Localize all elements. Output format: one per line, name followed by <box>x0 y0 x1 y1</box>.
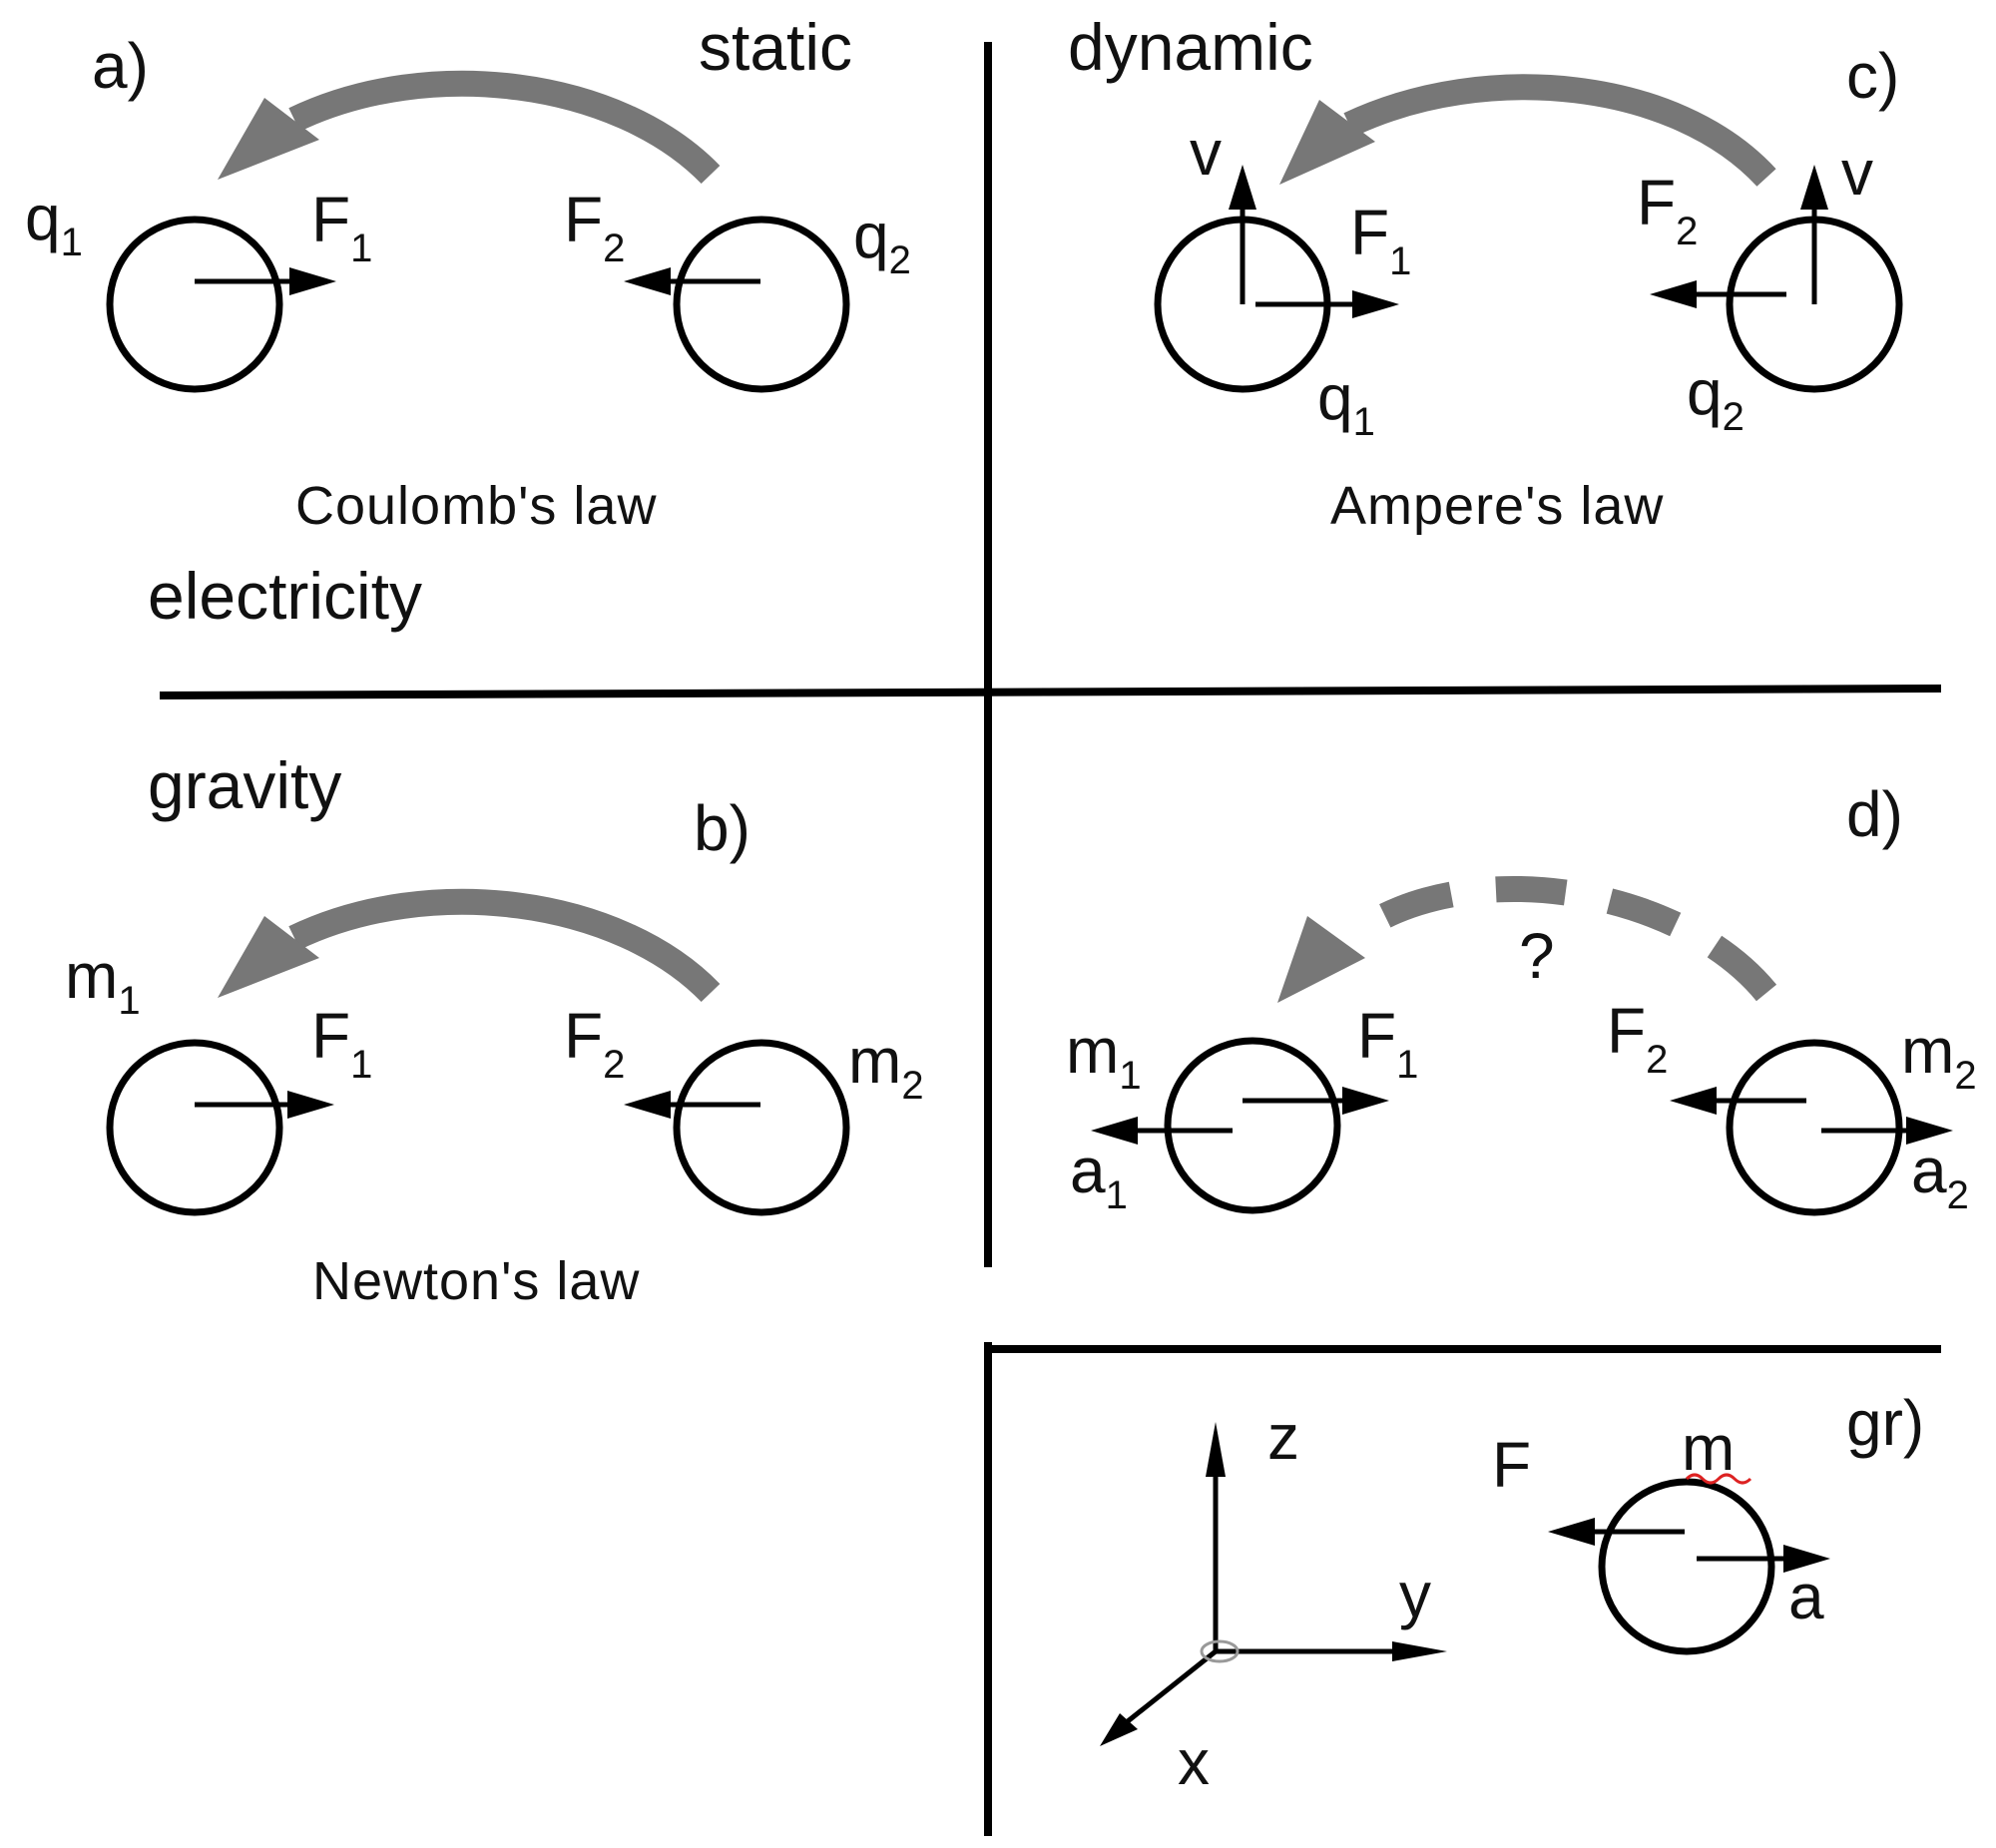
panel-c-force2-label: F2 <box>1637 167 1698 253</box>
panel-a-body1-label: q1 <box>25 182 83 264</box>
panel-b-body1-label: m1 <box>65 940 141 1023</box>
panel-gr-tag: gr) <box>1846 1387 1924 1459</box>
panel-a-charge1 <box>106 216 283 393</box>
panel-d-interaction-arrow-dashed <box>1340 875 1777 1002</box>
panel-b-force1-label: F1 <box>311 1000 372 1087</box>
panel-b-interaction-arrowhead <box>218 916 319 998</box>
axis-y-arrowhead <box>1392 1641 1447 1661</box>
panel-b-law-caption: Newton's law <box>312 1251 640 1311</box>
panel-d-mass1 <box>1164 1037 1341 1214</box>
panel-d-body2-label: m2 <box>1901 1015 1977 1098</box>
panel-a: a) q1 F1 F2 q2 Coulomb's law <box>25 30 911 536</box>
panel-b-force2-arrowhead <box>624 1091 671 1119</box>
panel-d-body1-label: m1 <box>1066 1015 1142 1098</box>
panel-b-interaction-arrow <box>288 888 721 1003</box>
panel-d-question-mark: ? <box>1519 920 1555 992</box>
panel-gr-mass-label-squiggle <box>1685 1473 1752 1485</box>
panel-gr-accel-label: a <box>1788 1561 1824 1632</box>
panel-b-body2-label: m2 <box>848 1025 924 1108</box>
header-static: static <box>699 10 852 84</box>
panel-d-tag: d) <box>1846 778 1903 850</box>
panel-d: d) ? m1 F1 a1 F2 a2 m2 <box>1066 778 1977 1217</box>
panel-d-mass2 <box>1726 1039 1903 1216</box>
panel-a-force1-label: F1 <box>311 184 372 270</box>
panel-c-law-caption: Ampere's law <box>1330 476 1664 536</box>
axis-z-arrowhead <box>1206 1422 1226 1477</box>
panel-b: b) m1 F1 F2 m2 Newton's law <box>65 792 924 1311</box>
panel-gr: gr) z y x m F a <box>1100 1387 1924 1798</box>
panel-d-force1-arrowhead <box>1342 1087 1389 1115</box>
panel-d-accel1-label: a1 <box>1070 1135 1128 1217</box>
axis-y-label: y <box>1399 1559 1431 1630</box>
axis-z-label: z <box>1267 1401 1299 1473</box>
panel-b-force2-label: F2 <box>564 1000 625 1087</box>
header-electricity: electricity <box>148 559 422 633</box>
panel-gr-mass <box>1598 1478 1775 1655</box>
panel-a-charge2 <box>673 216 850 393</box>
panel-c-velocity1-label: v <box>1190 117 1222 189</box>
panel-d-force1-label: F1 <box>1357 1000 1418 1087</box>
panel-gr-accel-arrowhead <box>1783 1545 1830 1573</box>
panel-c-body1-label: q1 <box>1317 361 1375 444</box>
panel-b-tag: b) <box>694 792 750 864</box>
panel-a-law-caption: Coulomb's law <box>295 476 657 536</box>
panel-c-interaction-arrowhead <box>1279 100 1375 185</box>
panel-c-tag: c) <box>1846 40 1899 112</box>
panel-c-force1-label: F1 <box>1350 197 1411 283</box>
panel-a-interaction-arrowhead <box>218 98 319 180</box>
panel-a-force2-label: F2 <box>564 184 625 270</box>
panel-d-accel1-arrowhead <box>1091 1117 1138 1145</box>
panel-d-force2-label: F2 <box>1607 995 1668 1082</box>
axis-x-label: x <box>1178 1726 1210 1798</box>
panel-a-tag: a) <box>92 30 149 102</box>
panel-c-interaction-arrow <box>1343 74 1776 187</box>
panel-d-force2-arrowhead <box>1670 1087 1717 1115</box>
header-dynamic: dynamic <box>1068 10 1313 84</box>
axis-x-arrowhead <box>1100 1713 1138 1746</box>
panel-c-body2-label: q2 <box>1687 356 1745 439</box>
panel-d-accel2-arrowhead <box>1906 1117 1953 1145</box>
panel-gr-force-arrowhead <box>1548 1518 1595 1546</box>
panel-c-velocity2-label: v <box>1841 137 1873 209</box>
header-gravity: gravity <box>148 748 341 822</box>
horizontal-divider-middle <box>159 685 1942 699</box>
panel-c-force1-arrowhead <box>1352 290 1399 318</box>
panel-d-accel2-label: a2 <box>1911 1135 1969 1217</box>
panel-b-force1-arrowhead <box>287 1091 334 1119</box>
axis-x-line <box>1126 1649 1218 1723</box>
panel-gr-force-label: F <box>1492 1429 1531 1501</box>
panel-c-velocity1-arrowhead <box>1229 165 1256 210</box>
panel-a-body2-label: q2 <box>853 200 911 282</box>
axis-origin-marker <box>1200 1639 1240 1663</box>
panel-c: c) v F1 q1 v F2 q2 Ampere's law <box>1154 40 1903 536</box>
panel-b-mass2 <box>673 1039 850 1216</box>
panel-d-interaction-arrowhead <box>1277 916 1365 1003</box>
panel-c-force2-arrowhead <box>1650 280 1697 308</box>
panel-a-interaction-arrow <box>288 70 721 185</box>
panel-gr-mass-label: m <box>1682 1412 1735 1484</box>
panel-a-force2-arrowhead <box>624 267 671 295</box>
panel-c-velocity2-arrowhead <box>1800 165 1828 210</box>
panel-a-force1-arrowhead <box>289 267 336 295</box>
panel-b-mass1 <box>106 1039 283 1216</box>
